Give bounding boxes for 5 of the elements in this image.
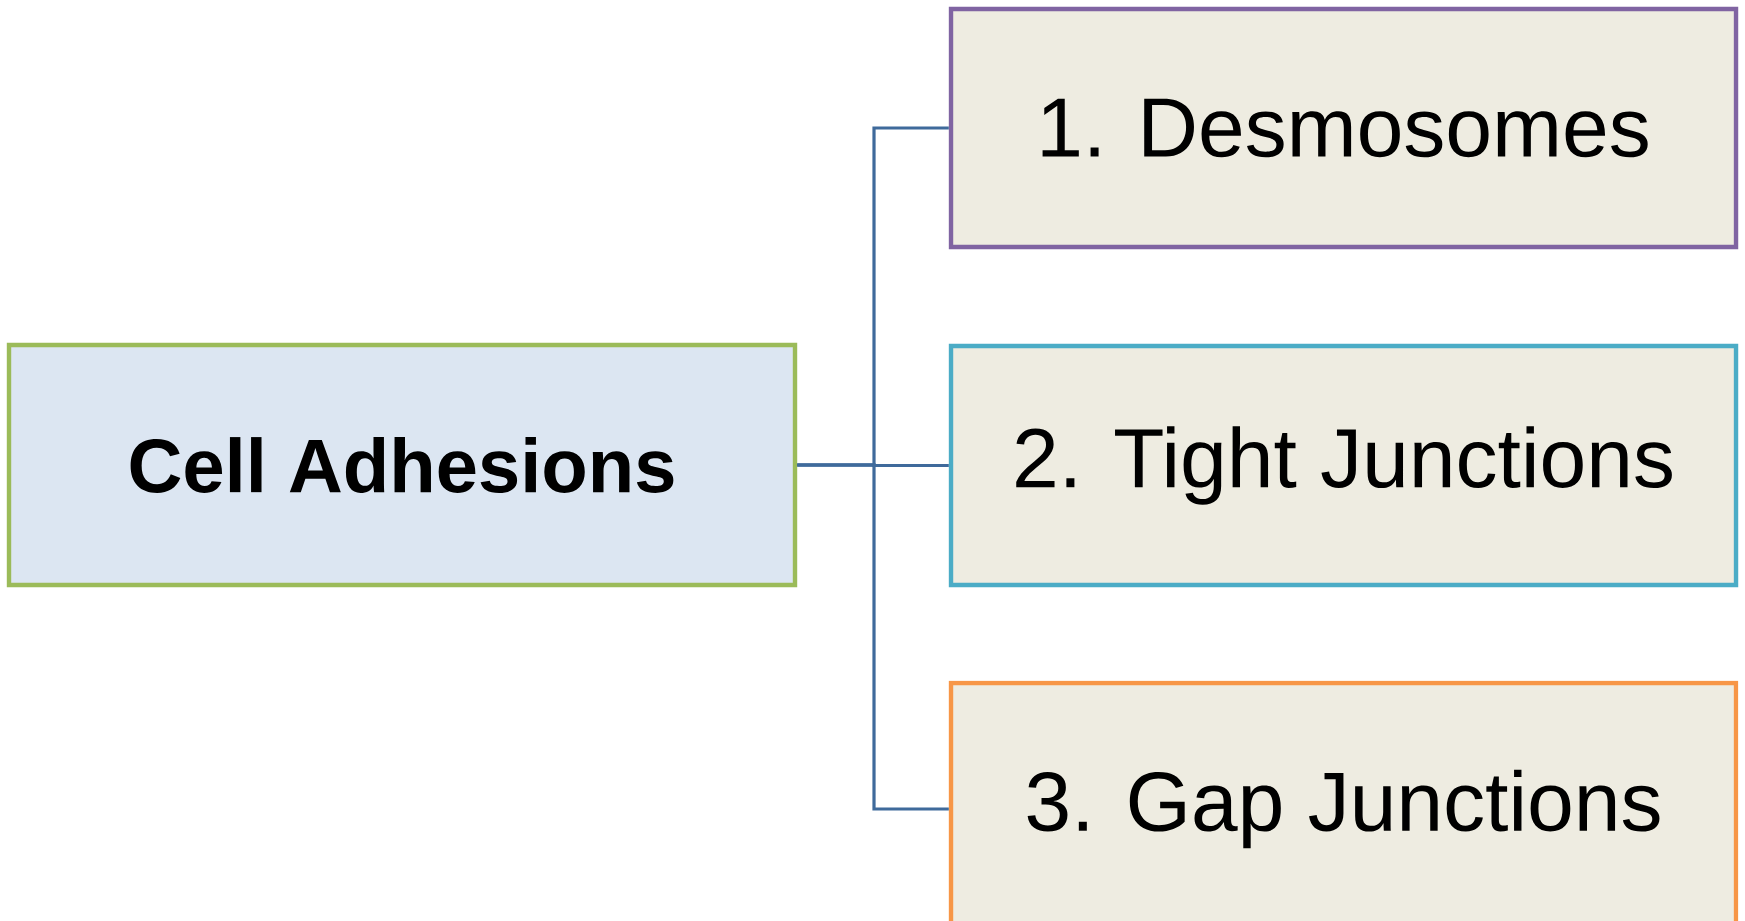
item-box: 1. Desmosomes xyxy=(948,6,1739,250)
topic-box: Cell Adhesions xyxy=(6,342,798,588)
item-box: 2. Tight Junctions xyxy=(948,343,1739,588)
item-box: 3. Gap Junctions xyxy=(948,680,1739,921)
connector-line xyxy=(797,463,949,811)
